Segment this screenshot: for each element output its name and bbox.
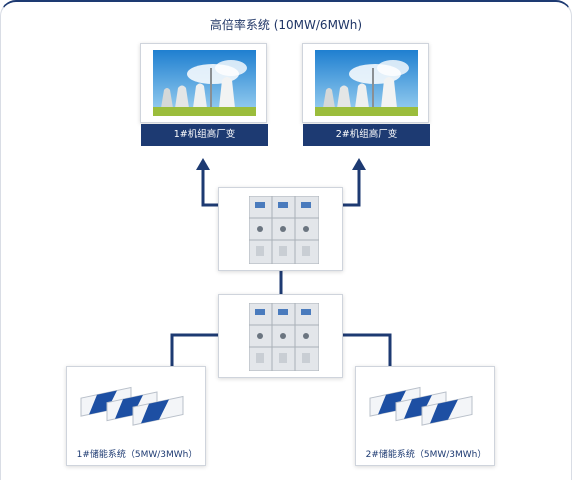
storage-2-card: 2#储能系统（5MW/3MWh） (355, 366, 495, 466)
transformer-2-label: 2#机组高厂变 (303, 124, 430, 146)
power-plant-image (315, 50, 418, 116)
switchgear-cabinet-image (249, 303, 319, 371)
storage-1-card: 1#储能系统（5MW/3MWh） (66, 366, 206, 466)
switchgear-cabinet-image (249, 196, 319, 264)
switchgear-lower (218, 294, 343, 378)
transformer-1-card: 1#机组高厂变 (140, 43, 268, 146)
line-right-transformer (343, 168, 361, 207)
power-plant-image (153, 50, 256, 116)
diagram-title: 高倍率系统 (10MW/6MWh) (209, 18, 363, 32)
line-right-storage (343, 333, 392, 366)
arrow-up-right-icon (352, 158, 366, 170)
storage-1-label: 1#储能系统（5MW/3MWh） (76, 450, 198, 460)
line-left-transformer (201, 168, 218, 207)
transformer-1-label: 1#机组高厂变 (141, 124, 268, 146)
battery-containers-image (80, 386, 184, 426)
switchgear-upper (218, 187, 343, 271)
battery-containers-image (369, 386, 473, 426)
line-left-storage (170, 333, 218, 366)
transformer-2-card: 2#机组高厂变 (302, 43, 430, 146)
arrow-up-left-icon (196, 158, 210, 170)
storage-2-label: 2#储能系统（5MW/3MWh） (365, 450, 487, 460)
